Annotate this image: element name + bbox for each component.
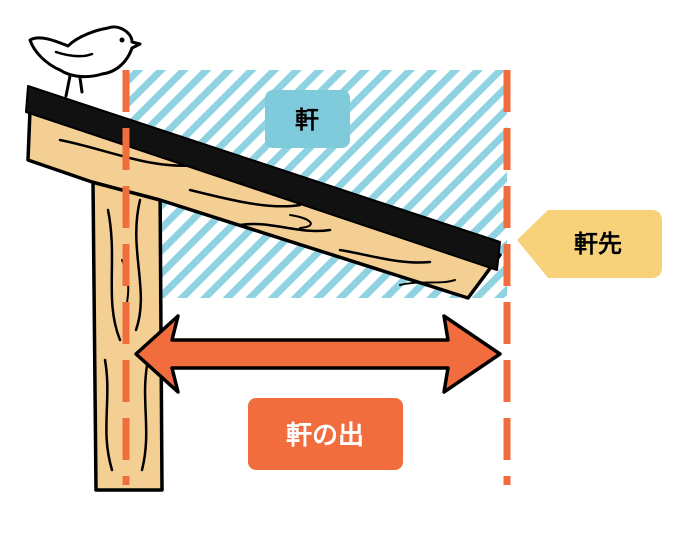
- eave-label-text: 軒: [295, 106, 319, 134]
- eave-tip-label: 軒先: [517, 210, 662, 278]
- roof-board: [25, 85, 501, 271]
- eave-overhang-label-text: 軒の出: [286, 420, 364, 451]
- eave-label: 軒: [265, 90, 350, 148]
- eave-tip-label-text: 軒先: [574, 230, 622, 258]
- overhang-double-arrow: [134, 314, 502, 394]
- bird-icon: [28, 25, 142, 98]
- eave-overhang-label: 軒の出: [248, 398, 403, 470]
